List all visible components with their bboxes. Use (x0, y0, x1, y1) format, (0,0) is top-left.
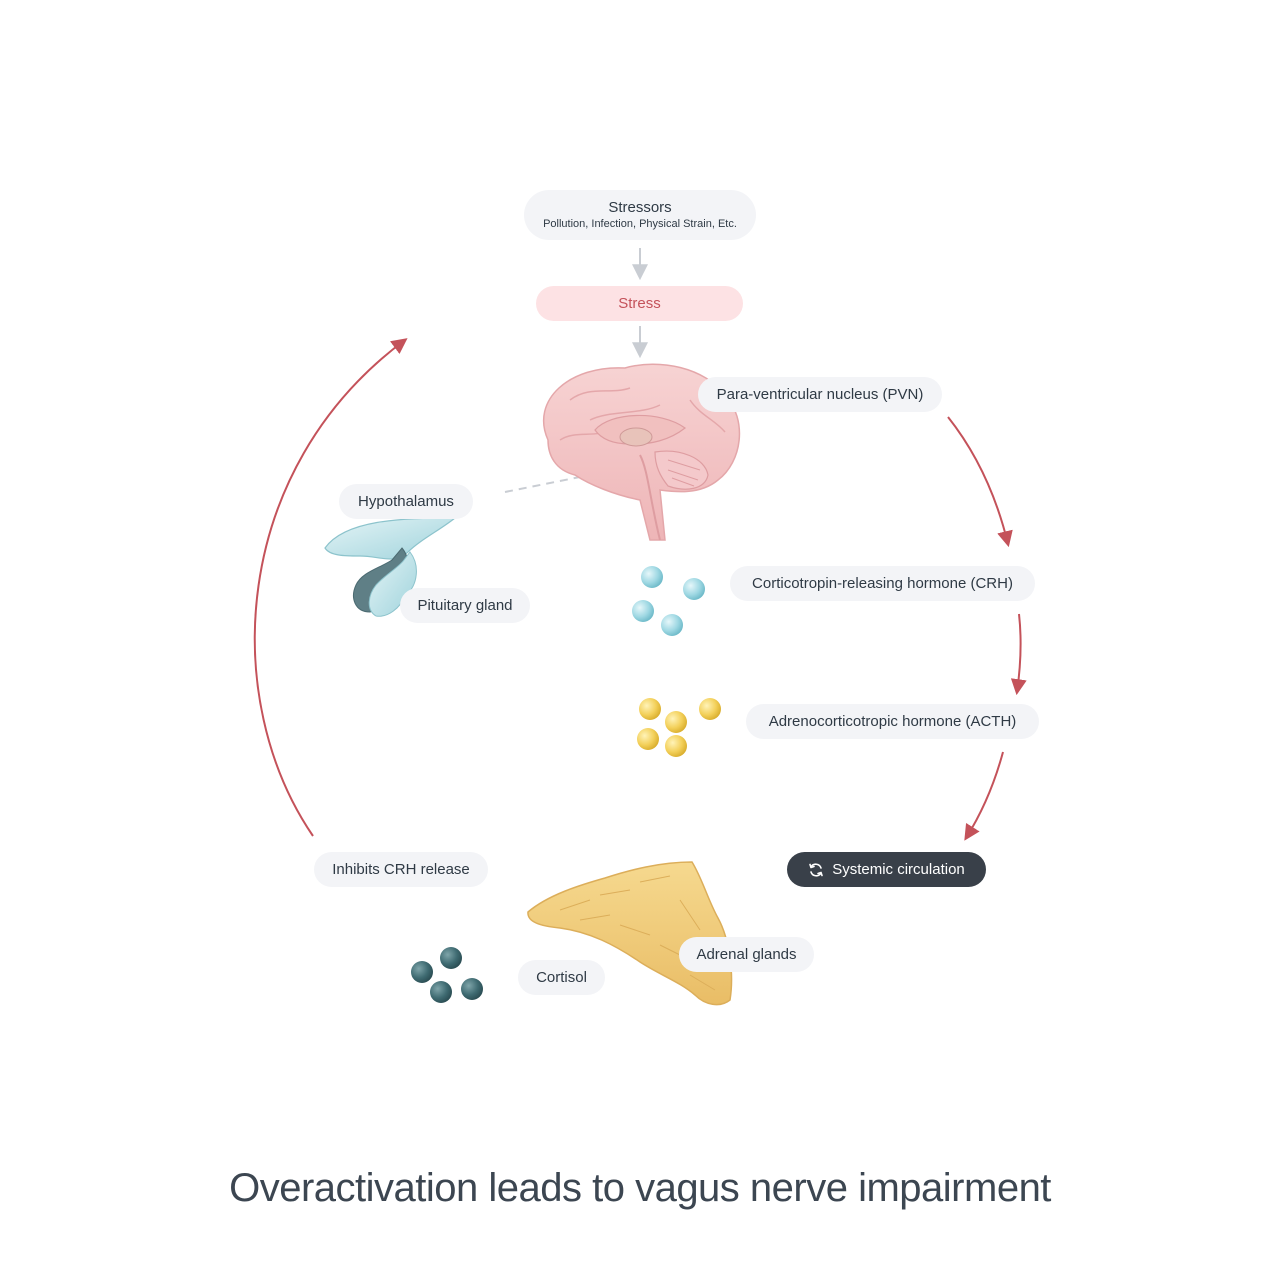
crh-particle (661, 614, 683, 636)
pvn-label: Para-ventricular nucleus (PVN) (698, 377, 942, 412)
acth-particle (665, 735, 687, 757)
acth-particles (637, 698, 721, 757)
cortisol-label: Cortisol (518, 960, 605, 995)
adrenal-gland-illustration (527, 861, 733, 1006)
cortisol-particles (411, 947, 483, 1003)
footer-caption: Overactivation leads to vagus nerve impa… (229, 1166, 1051, 1210)
brain-illustration (542, 363, 741, 541)
acth-label: Adrenocorticotropic hormone (ACTH) (746, 704, 1039, 739)
cortisol-particle (430, 981, 452, 1003)
crh-particle (683, 578, 705, 600)
acth-particle (637, 728, 659, 750)
stressors-title: Stressors (608, 199, 672, 216)
crh-particle (632, 600, 654, 622)
crh-particle (641, 566, 663, 588)
hypothalamus-label: Hypothalamus (339, 484, 473, 519)
pituitary-gland-label: Pituitary gland (400, 588, 530, 623)
stressors-subtitle: Pollution, Infection, Physical Strain, E… (543, 218, 737, 230)
arrow-crh-to-acth (1010, 613, 1027, 696)
crh-particles (632, 566, 705, 636)
inhibits-crh-label: Inhibits CRH release (314, 852, 488, 887)
acth-particle (665, 711, 687, 733)
stress-label: Stress (536, 286, 743, 321)
arrow-feedback-inhibit (253, 338, 408, 837)
cortisol-particle (461, 978, 483, 1000)
acth-particle (699, 698, 721, 720)
arrow-acth-to-systemic (964, 751, 1004, 841)
cortisol-particle (411, 961, 433, 983)
adrenal-glands-label: Adrenal glands (679, 937, 814, 972)
cortisol-particle (440, 947, 462, 969)
crh-label: Corticotropin-releasing hormone (CRH) (730, 566, 1035, 601)
systemic-circulation-label: Systemic circulation (832, 861, 965, 878)
stressors-box: Stressors Pollution, Infection, Physical… (524, 190, 756, 240)
pituitary-illustration (324, 517, 457, 617)
arrow-pvn-to-crh (947, 416, 1013, 548)
systemic-circulation-badge: Systemic circulation (787, 852, 986, 887)
acth-particle (639, 698, 661, 720)
refresh-icon (809, 862, 824, 877)
